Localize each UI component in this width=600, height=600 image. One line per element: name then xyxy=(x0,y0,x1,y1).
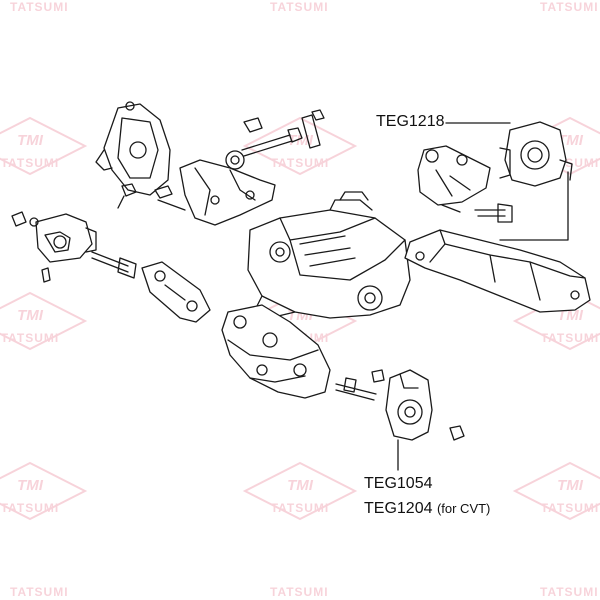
part-label-teg1204-row: TEG1204 (for CVT) xyxy=(364,500,490,518)
watermark-text: TATSUMI xyxy=(0,501,60,515)
watermark-logo: TMI xyxy=(17,477,43,494)
watermark-text: TATSUMI xyxy=(270,156,330,170)
watermark-tile: TMI TATSUMI xyxy=(235,110,365,180)
right-upper-mount xyxy=(499,121,573,187)
watermark-text: TATSUMI xyxy=(0,331,60,345)
front-mount-bracket xyxy=(95,101,171,196)
watermark-text: TATSUMI xyxy=(270,0,329,14)
watermark-logo: TMI xyxy=(557,477,583,494)
long-bolt xyxy=(241,109,325,157)
watermark-logo: TMI xyxy=(17,132,43,149)
part-label-teg1204: TEG1204 xyxy=(364,500,433,517)
torque-rod xyxy=(141,261,211,323)
lower-right-mount xyxy=(385,369,465,441)
watermark-text: TATSUMI xyxy=(270,585,329,599)
watermark-text: TATSUMI xyxy=(10,585,69,599)
bolt-small xyxy=(117,183,173,209)
watermark-text: TATSUMI xyxy=(270,501,330,515)
watermark-logo: TMI xyxy=(17,307,43,324)
part-label-teg1054: TEG1054 xyxy=(364,475,433,492)
watermark-tile: TMI TATSUMI xyxy=(0,285,95,355)
transmission-bracket xyxy=(221,304,331,399)
watermark-text: TATSUMI xyxy=(540,0,599,14)
watermark-text: TATSUMI xyxy=(540,331,600,345)
watermark-logo: TMI xyxy=(287,477,313,494)
watermark-tile: TMI TATSUMI xyxy=(505,455,600,525)
watermark-tile: TMI TATSUMI xyxy=(235,455,365,525)
crossmember xyxy=(404,229,591,313)
stud-bolt xyxy=(91,251,137,279)
engine-block xyxy=(247,191,411,319)
watermark-text: TATSUMI xyxy=(540,585,599,599)
watermark-text: TATSUMI xyxy=(0,156,60,170)
watermark-tile: TMI TATSUMI xyxy=(0,455,95,525)
right-bracket xyxy=(417,145,513,223)
leader-line xyxy=(499,171,569,241)
left-mount xyxy=(11,211,97,283)
watermark-text: TATSUMI xyxy=(540,501,600,515)
part-label-teg1218: TEG1218 xyxy=(376,113,445,130)
part-label-cvt-note: (for CVT) xyxy=(436,501,491,516)
watermark-tile: TMI TATSUMI xyxy=(0,110,95,180)
watermark-text: TATSUMI xyxy=(10,0,69,14)
upper-center-bracket xyxy=(157,150,276,226)
lower-bolt xyxy=(335,369,385,401)
